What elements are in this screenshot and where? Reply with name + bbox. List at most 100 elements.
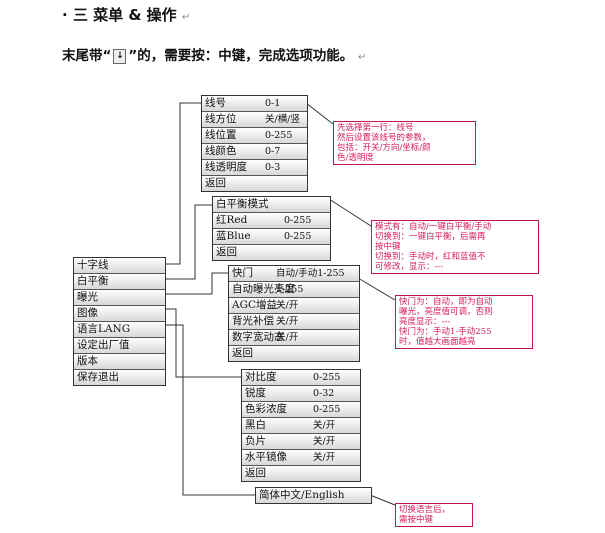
menu-item-label: 水平镜像: [245, 451, 287, 463]
menu-item-label: 版本: [77, 355, 98, 367]
menu-item-label: 线颜色: [205, 145, 237, 157]
menu-item-label: 返回: [232, 347, 253, 359]
menu-item-label: 返回: [245, 467, 266, 479]
intro-text: 末尾带“↓”的，需要按：中键，完成选项功能。 ↵: [62, 44, 366, 64]
crosshair-menu-item[interactable]: 线颜色 0-7: [202, 144, 307, 160]
menu-item-label: 线位置: [205, 129, 237, 141]
main-menu: 十字线白平衡曝光图像语言LANG 设定出厂值版本保存退出: [73, 257, 166, 386]
menu-item-value: 关/开: [313, 420, 336, 431]
menu-item-label: 白平衡: [77, 275, 109, 287]
exposure-menu-item[interactable]: 快门 自动/手动1-255: [229, 266, 359, 282]
menu-item-label: 色彩浓度: [245, 403, 287, 415]
menu-item-value: 0-255: [265, 130, 293, 141]
menu-item-label: 曝光: [77, 291, 98, 303]
note-line: 切换到：手动时，红和蓝值不: [375, 252, 486, 262]
menu-item-label: 红Red: [216, 214, 248, 226]
image-menu-item[interactable]: 色彩浓度 0-255: [242, 402, 360, 418]
image-menu-item[interactable]: 黑白 关/开: [242, 418, 360, 434]
menu-item-label: 线号: [205, 97, 226, 109]
menu-item-label: 图像: [77, 307, 98, 319]
white-balance-note: 模式有：自动/一键白平衡/手动切换到：一键白平衡，后需再按中键切换到：手动时，红…: [371, 220, 539, 274]
main-menu-item[interactable]: 设定出厂值: [74, 338, 165, 354]
menu-item-value: 0-3: [265, 162, 281, 173]
section-heading: · 三 菜单 & 操作 ↵: [62, 4, 190, 25]
crosshair-menu-item[interactable]: 线位置 0-255: [202, 128, 307, 144]
menu-item-label: 线透明度: [205, 161, 247, 173]
image-menu-item[interactable]: 负片关/开: [242, 434, 360, 450]
note-line: 然后设置该线号的参数，: [337, 133, 431, 143]
menu-item-value: 自动/手动1-255: [276, 268, 345, 279]
note-line: 快门为：自动，即为自动: [399, 297, 493, 307]
language-note: 切换语言后，需按中键: [395, 503, 473, 527]
wb-menu-item[interactable]: 返回: [213, 245, 330, 260]
crosshair-menu-item[interactable]: 线透明度 0-3: [202, 160, 307, 176]
exposure-menu-item[interactable]: 数字宽动态关/开: [229, 330, 359, 346]
menu-item-value: 0-7: [265, 146, 281, 157]
language-submenu: 简体中文/English: [255, 487, 372, 504]
white-balance-submenu: 白平衡模式红Red 0-255 蓝Blue 0-255 返回: [212, 196, 331, 261]
menu-item-label: 保存退出: [77, 371, 119, 383]
note-line: 需按中键: [399, 515, 434, 525]
note-line: 亮度显示：---: [399, 317, 451, 327]
wb-menu-item[interactable]: 红Red 0-255: [213, 213, 330, 229]
crosshair-note: 先选择第一行：线号然后设置该线号的参数，包括：开关/方向/坐标/颜色/透明度: [333, 121, 476, 165]
menu-item-label: 黑白: [245, 419, 266, 431]
note-line: 模式有：自动/一键白平衡/手动: [375, 222, 492, 232]
menu-item-label: 返回: [205, 177, 226, 189]
wb-menu-item[interactable]: 蓝Blue 0-255: [213, 229, 330, 245]
note-line: 快门为：手动1-手动255: [399, 327, 492, 337]
main-menu-item[interactable]: 白平衡: [74, 274, 165, 290]
menu-item-label: 对比度: [245, 371, 277, 383]
heading-text: 三 菜单 & 操作: [72, 6, 177, 24]
menu-item-value: 0-255: [313, 404, 341, 415]
language-option-label: 简体中文/English: [259, 489, 345, 501]
main-menu-item[interactable]: 版本: [74, 354, 165, 370]
crosshair-menu-item[interactable]: 返回: [202, 176, 307, 191]
image-menu-item[interactable]: 水平镜像关/开: [242, 450, 360, 466]
menu-item-label: 线方位: [205, 113, 237, 125]
intro-suffix: ”的，需要按：中键，完成选项功能。: [128, 48, 354, 64]
menu-item-value: 0-32: [313, 388, 335, 399]
wb-menu-item[interactable]: 白平衡模式: [213, 197, 330, 213]
menu-item-label: 白平衡模式: [216, 198, 269, 210]
menu-item-value: 0-255: [284, 215, 312, 226]
main-menu-item[interactable]: 图像: [74, 306, 165, 322]
main-menu-item[interactable]: 保存退出: [74, 370, 165, 385]
menu-item-label: 设定出厂值: [77, 339, 130, 351]
exposure-menu-item[interactable]: 背光补偿关/开: [229, 314, 359, 330]
menu-item-label: 语言LANG: [77, 323, 131, 335]
exposure-note: 快门为：自动，即为自动曝光，亮度值可调，否则亮度显示：---快门为：手动1-手动…: [395, 295, 533, 349]
note-line: 按中键: [375, 242, 401, 252]
menu-item-value: 关/开: [276, 316, 299, 327]
menu-item-value: 1-255: [276, 284, 304, 295]
main-menu-item[interactable]: 语言LANG: [74, 322, 165, 338]
note-line: 切换语言后，: [399, 505, 451, 515]
note-line: 先选择第一行：线号: [337, 123, 414, 133]
note-line: 时，值越大画面越亮: [399, 337, 476, 347]
exposure-menu-item[interactable]: AGC增益关/开: [229, 298, 359, 314]
main-menu-item[interactable]: 十字线: [74, 258, 165, 274]
image-menu-item[interactable]: 返回: [242, 466, 360, 481]
menu-item-language-option[interactable]: 简体中文/English: [256, 488, 371, 503]
menu-item-label: AGC增益: [232, 299, 278, 311]
menu-item-label: 蓝Blue: [216, 230, 251, 242]
down-key-icon: ↓: [113, 48, 127, 64]
intro-prefix: 末尾带“: [62, 48, 112, 64]
crosshair-menu-item[interactable]: 线方位关/横/竖: [202, 112, 307, 128]
menu-item-value: 0-255: [284, 231, 312, 242]
menu-item-label: 快门: [232, 267, 253, 279]
exposure-menu-item[interactable]: 返回: [229, 346, 359, 361]
menu-item-label: 十字线: [77, 259, 109, 271]
main-menu-item[interactable]: 曝光: [74, 290, 165, 306]
menu-item-label: 背光补偿: [232, 315, 274, 327]
menu-item-value: 关/开: [276, 332, 299, 343]
menu-item-label: 自动曝光亮度: [232, 283, 295, 295]
note-line: 切换到：一键白平衡，后需再: [375, 232, 486, 242]
paragraph-mark-icon: ↵: [181, 12, 191, 23]
